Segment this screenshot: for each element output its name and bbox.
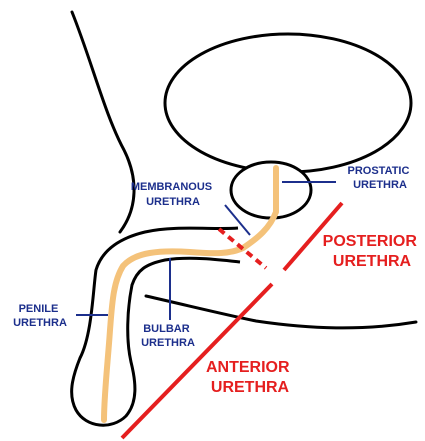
anterior-urethra-label: ANTERIOR URETHRA [206, 359, 294, 396]
bulbar-label: BULBAR URETHRA [141, 323, 195, 349]
prostate-shape [231, 162, 311, 218]
bladder-shape [165, 34, 411, 172]
body-outline [72, 12, 134, 232]
posterior-urethra-label: POSTERIOR URETHRA [323, 233, 422, 270]
penile-label: PENILE URETHRA [13, 303, 67, 329]
prostatic-label: PROSTATIC URETHRA [348, 165, 413, 191]
membranous-label: MEMBRANOUS URETHRA [131, 181, 215, 208]
